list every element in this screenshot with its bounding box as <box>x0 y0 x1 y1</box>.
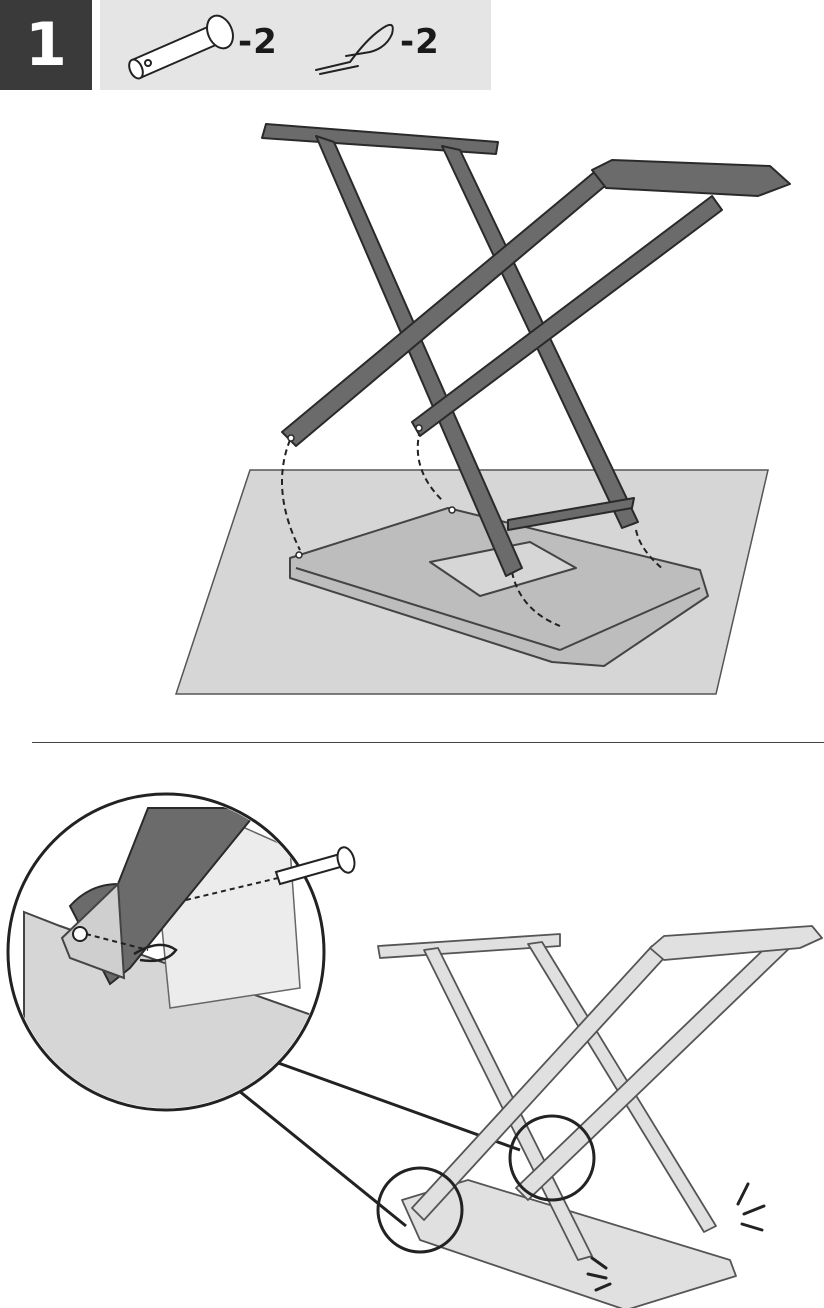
pin-clip-detail-illustration <box>0 788 824 1308</box>
section-divider <box>32 742 824 743</box>
step-number: 1 <box>25 10 67 80</box>
clip-quantity: -2 <box>400 22 440 62</box>
step-number-badge: 1 <box>0 0 92 90</box>
hairpin-clip-icon <box>310 0 410 90</box>
clevis-pin-icon <box>118 0 238 90</box>
parts-list-panel: -2 -2 <box>100 0 491 90</box>
magnified-detail <box>8 794 357 1118</box>
pin-quantity: -2 <box>238 22 278 62</box>
assembled-frame <box>378 926 822 1308</box>
frame-attach-illustration <box>0 110 824 710</box>
